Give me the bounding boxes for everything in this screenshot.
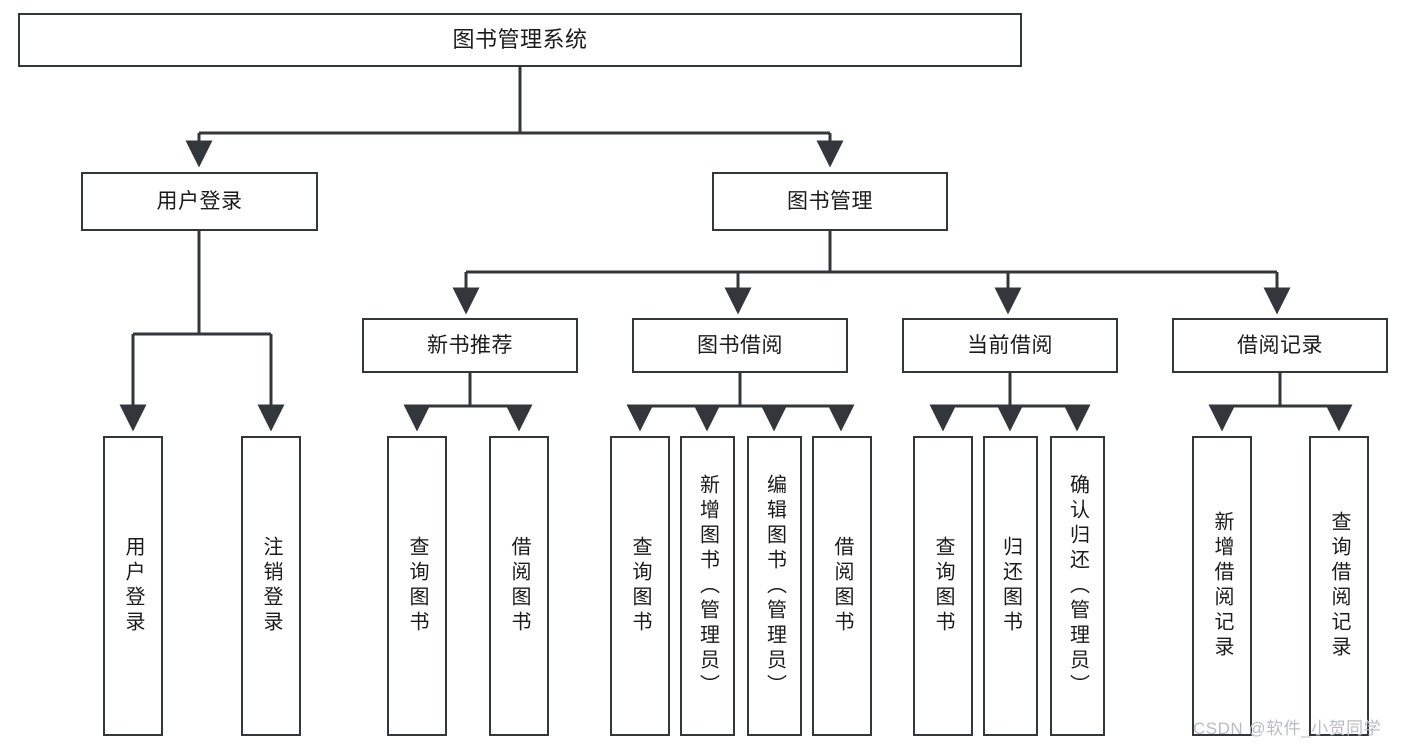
node-label: 新增图书（管理员） (696, 473, 719, 699)
node-label: 查询图书 (932, 536, 954, 636)
node-leaf-return-book[interactable]: 归还图书 (983, 436, 1038, 736)
node-user-login[interactable]: 用户登录 (81, 172, 318, 231)
node-label: 编辑图书（管理员） (763, 473, 786, 699)
node-label: 图书管理系统 (452, 26, 588, 52)
node-label: 查询借阅记录 (1328, 511, 1350, 661)
node-leaf-query-book-2[interactable]: 查询图书 (610, 436, 670, 736)
node-label: 归还图书 (999, 536, 1022, 636)
node-label: 用户登录 (156, 189, 243, 213)
node-new-book-recommend[interactable]: 新书推荐 (362, 318, 578, 373)
node-leaf-query-book-1[interactable]: 查询图书 (387, 436, 447, 736)
node-leaf-add-record[interactable]: 新增借阅记录 (1192, 436, 1252, 736)
node-label: 用户登录 (122, 536, 144, 636)
node-leaf-logout-login[interactable]: 注销登录 (241, 436, 301, 736)
node-label: 新书推荐 (427, 333, 513, 357)
node-label: 确认归还（管理员） (1066, 473, 1089, 699)
node-label: 图书管理 (787, 189, 873, 213)
node-label: 借阅图书 (508, 536, 530, 636)
node-borrow-record[interactable]: 借阅记录 (1172, 318, 1388, 373)
node-label: 新增借阅记录 (1211, 511, 1233, 661)
node-leaf-borrow-book-2[interactable]: 借阅图书 (812, 436, 872, 736)
node-label: 查询图书 (406, 536, 428, 636)
node-book-manage[interactable]: 图书管理 (712, 172, 948, 231)
node-book-borrow[interactable]: 图书借阅 (632, 318, 848, 373)
node-leaf-edit-book[interactable]: 编辑图书（管理员） (747, 436, 802, 736)
node-label: 图书借阅 (697, 333, 783, 357)
node-label: 借阅图书 (831, 536, 853, 636)
node-current-borrow[interactable]: 当前借阅 (902, 318, 1118, 373)
node-leaf-borrow-book-1[interactable]: 借阅图书 (489, 436, 549, 736)
watermark: CSDN @软件_小贺同学 (1193, 719, 1382, 738)
node-label: 注销登录 (260, 536, 282, 636)
node-leaf-confirm-return[interactable]: 确认归还（管理员） (1050, 436, 1105, 736)
node-leaf-user-login[interactable]: 用户登录 (103, 436, 163, 736)
node-leaf-query-book-3[interactable]: 查询图书 (913, 436, 973, 736)
node-label: 当前借阅 (967, 333, 1053, 357)
node-leaf-query-record[interactable]: 查询借阅记录 (1309, 436, 1369, 736)
node-label: 查询图书 (629, 536, 651, 636)
node-root-book-management-system[interactable]: 图书管理系统 (18, 13, 1022, 67)
node-leaf-add-book[interactable]: 新增图书（管理员） (680, 436, 735, 736)
node-label: 借阅记录 (1237, 333, 1323, 357)
